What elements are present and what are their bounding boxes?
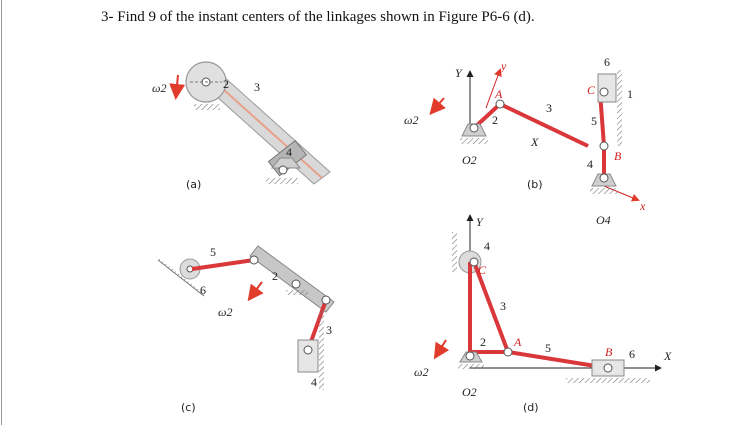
link-label-a-3: 3 bbox=[254, 80, 260, 94]
ground-pivot-o4-b bbox=[599, 173, 609, 183]
figure-b: Y y x ω2 bbox=[404, 55, 646, 227]
link-label-a-2: 2 bbox=[223, 77, 229, 91]
omega-label-d: ω2 bbox=[414, 365, 428, 379]
point-b-label-d: B bbox=[605, 345, 613, 359]
axis-x-label-d: X bbox=[663, 349, 672, 363]
link-label-d-4: 4 bbox=[484, 239, 490, 253]
link-label-b-6: 6 bbox=[604, 55, 610, 69]
link-label-c-3: 3 bbox=[326, 323, 332, 337]
axis-local-y-label-b: y bbox=[500, 59, 507, 73]
caption-a: (a) bbox=[186, 178, 201, 191]
pivot-o4-label-b: O4 bbox=[596, 213, 611, 227]
axis-y-label-d: Y bbox=[476, 215, 484, 229]
link-label-c-4: 4 bbox=[311, 375, 317, 389]
link-label-d-6: 6 bbox=[629, 347, 635, 361]
omega-label-a: ω2 bbox=[152, 81, 166, 95]
problem-title: 3- Find 9 of the instant centers of the … bbox=[101, 9, 535, 25]
axis-x-label-b: X bbox=[530, 135, 539, 149]
link-label-c-5: 5 bbox=[210, 245, 216, 259]
figure-a: ω2 2 3 4 (a) bbox=[152, 61, 331, 191]
pivot-o2-label-b: O2 bbox=[462, 153, 477, 167]
point-c-pivot-d bbox=[469, 257, 479, 267]
point-b-label-b: B bbox=[614, 149, 622, 163]
link-label-b-4: 4 bbox=[587, 157, 593, 171]
link-label-b-5: 5 bbox=[591, 114, 597, 128]
link-2-bar-c bbox=[249, 245, 335, 313]
rotation-arrow-b-icon bbox=[429, 97, 446, 116]
slider-4-c bbox=[297, 339, 319, 373]
point-b-pivot-d bbox=[603, 363, 613, 373]
figure-c: ω2 5 6 2 3 4 (c) bbox=[156, 245, 335, 414]
link-label-b-2: 2 bbox=[492, 113, 498, 127]
ground-pivot-o2-d bbox=[465, 351, 475, 361]
ground-pivot-o2-b bbox=[469, 123, 479, 133]
ground-pivot-icon bbox=[278, 165, 288, 175]
pivot-o2-label-d: O2 bbox=[462, 385, 477, 399]
caption-c: (c) bbox=[181, 401, 196, 414]
ground-wall-d bbox=[452, 232, 457, 272]
link-label-b-1: 1 bbox=[627, 87, 633, 101]
link-label-c-2: 2 bbox=[272, 269, 278, 283]
axis-local-y-b bbox=[485, 68, 502, 109]
ground-rail-d bbox=[566, 378, 650, 383]
link-5-d bbox=[507, 350, 609, 370]
link-label-d-5: 5 bbox=[545, 341, 551, 355]
link-label-d-3: 3 bbox=[500, 299, 506, 313]
omega-label-c: ω2 bbox=[218, 305, 232, 319]
link-3-d bbox=[472, 261, 510, 353]
axis-local-x-label-b: x bbox=[639, 199, 646, 213]
link-3-b bbox=[499, 102, 589, 148]
slider-6-b bbox=[597, 73, 617, 103]
point-a-label-b: A bbox=[494, 87, 503, 101]
point-a-pivot-b bbox=[495, 99, 505, 109]
left-border bbox=[1, 0, 2, 425]
caption-d: (d) bbox=[523, 401, 539, 414]
caption-b: (b) bbox=[527, 178, 543, 191]
figure-d: Y X ω2 O2 A B C bbox=[414, 214, 672, 414]
omega-label-b: ω2 bbox=[404, 113, 418, 127]
rotation-arrow-icon bbox=[169, 74, 186, 100]
axis-y-label-b: Y bbox=[455, 66, 463, 80]
rotation-arrow-c-icon bbox=[247, 281, 264, 302]
ground-guide-1-b bbox=[617, 70, 622, 146]
point-a-label-d: A bbox=[513, 335, 522, 349]
link-label-a-4: 4 bbox=[286, 145, 292, 159]
ground-hatch-a bbox=[194, 104, 220, 110]
point-c-pivot-b bbox=[599, 87, 609, 97]
point-a-pivot-d bbox=[503, 347, 513, 357]
link-label-d-2: 2 bbox=[480, 335, 486, 349]
point-b-pivot-b bbox=[599, 141, 609, 151]
ground-guide-c bbox=[319, 310, 324, 390]
point-c-label-b: C bbox=[587, 83, 596, 97]
link-5-c bbox=[191, 258, 255, 271]
point-c-label-d: C bbox=[478, 263, 487, 277]
link-label-c-6: 6 bbox=[200, 283, 206, 297]
ground-pivot-c bbox=[291, 279, 301, 289]
link-label-b-3: 3 bbox=[546, 101, 552, 115]
rotation-arrow-d-icon bbox=[433, 339, 450, 360]
